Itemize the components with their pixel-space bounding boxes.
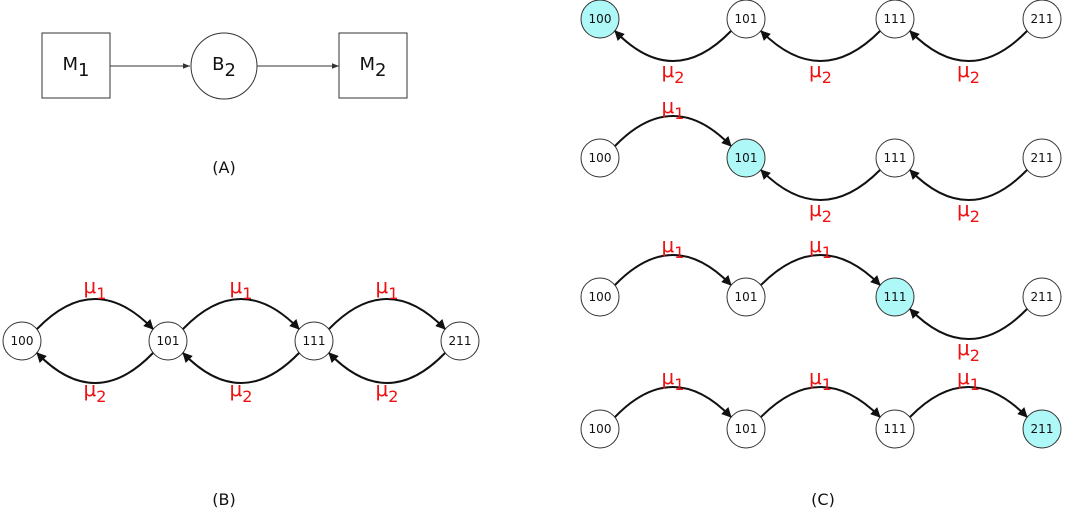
state-node-211-label: 211	[1031, 151, 1054, 165]
state-node-211-label: 211	[1031, 12, 1054, 26]
state-node-100-label: 100	[11, 334, 34, 348]
state-node-101	[726, 0, 766, 39]
highlighted-state-node-100-label: 100	[589, 12, 612, 26]
machine-m1-box	[41, 32, 111, 99]
state-node-100	[580, 409, 620, 449]
state-node-211	[1022, 277, 1062, 317]
rate-forward-label-100-101: μ1	[662, 233, 685, 262]
transition-backward-100-101	[36, 352, 154, 384]
transition-backward-111-211	[909, 308, 1028, 340]
rate-forward-label-100-101: μ1	[662, 365, 685, 394]
state-node-111-label: 111	[303, 334, 326, 348]
state-node-211	[1022, 138, 1062, 178]
state-node-101-label: 101	[157, 334, 180, 348]
machine-m2-label: M2	[360, 54, 387, 81]
transition-backward-101-111	[760, 169, 881, 201]
rate-backward-label-111-211: μ2	[957, 197, 980, 226]
transition-forward-101-111	[182, 298, 300, 330]
panel-a: M1 B2 M2 (A)	[41, 32, 408, 177]
caption-b: (B)	[212, 490, 235, 509]
caption-c: (C)	[811, 490, 835, 509]
state-node-101	[726, 409, 766, 449]
highlighted-state-node-101	[726, 138, 766, 178]
rate-forward-label-101-111: μ1	[230, 274, 253, 303]
transition-backward-101-111	[760, 30, 881, 62]
transition-forward-100-101	[614, 254, 732, 286]
state-node-211-label: 211	[449, 334, 472, 348]
state-node-211	[1022, 0, 1062, 39]
transition-backward-100-101	[614, 30, 732, 62]
path-row-3: μ1 μ1 μ2 100 101 111 211	[580, 233, 1062, 365]
state-node-100-label: 100	[589, 151, 612, 165]
machine-m1-label: M1	[63, 54, 90, 81]
transition-backward-101-111	[182, 352, 300, 384]
state-node-111	[875, 409, 915, 449]
caption-a: (A)	[212, 158, 235, 177]
state-node-101	[726, 277, 766, 317]
state-node-101	[148, 321, 188, 361]
highlighted-state-node-111-label: 111	[884, 290, 907, 304]
rate-forward-label-101-111: μ1	[809, 365, 832, 394]
rate-backward-label-111-211: μ2	[376, 377, 399, 406]
state-node-101-label: 101	[735, 12, 758, 26]
state-node-111-label: 111	[884, 12, 907, 26]
rate-backward-label-101-111: μ2	[809, 197, 832, 226]
highlighted-state-node-101-label: 101	[735, 151, 758, 165]
machine-m2-box	[338, 32, 408, 99]
transition-forward-111-211	[909, 386, 1028, 418]
path-row-4: μ1 μ1 μ1 100 101 111 211	[580, 365, 1062, 449]
transition-backward-111-211	[909, 30, 1028, 62]
transition-backward-111-211	[328, 352, 446, 384]
rate-forward-label-111-211: μ1	[957, 365, 980, 394]
panel-b: μ1 μ2 μ1 μ2 μ1 μ2 100 101 111 211	[2, 274, 480, 406]
highlighted-state-node-211	[1022, 409, 1062, 449]
state-node-101-label: 101	[735, 290, 758, 304]
state-node-100	[2, 321, 42, 361]
state-node-211-label: 211	[1031, 290, 1054, 304]
transition-forward-100-101	[614, 386, 732, 418]
path-row-1: μ2 μ2 μ2 100 101 111 211	[580, 0, 1062, 87]
state-node-111-label: 111	[884, 422, 907, 436]
state-node-111	[875, 138, 915, 178]
rate-forward-label-101-111: μ1	[809, 233, 832, 262]
rate-backward-label-111-211: μ2	[957, 58, 980, 87]
transition-forward-100-101	[614, 115, 732, 147]
highlighted-state-node-211-label: 211	[1031, 422, 1054, 436]
transition-forward-101-111	[760, 386, 881, 418]
transition-forward-100-101	[36, 298, 154, 330]
buffer-b2-label: B2	[212, 54, 236, 81]
state-node-101-label: 101	[735, 422, 758, 436]
rate-backward-label-101-111: μ2	[809, 58, 832, 87]
rate-backward-label-100-101: μ2	[662, 58, 685, 87]
rate-backward-label-100-101: μ2	[84, 377, 107, 406]
rate-forward-label-111-211: μ1	[376, 274, 399, 303]
highlighted-state-node-100	[580, 0, 620, 39]
transition-backward-111-211	[909, 169, 1028, 201]
state-node-100	[580, 277, 620, 317]
rate-forward-label-100-101: μ1	[662, 94, 685, 123]
transition-forward-101-111	[760, 254, 881, 286]
highlighted-state-node-111	[875, 277, 915, 317]
state-node-111	[875, 0, 915, 39]
rate-forward-label-100-101: μ1	[84, 274, 107, 303]
state-node-111	[294, 321, 334, 361]
state-node-111-label: 111	[884, 151, 907, 165]
rate-backward-label-101-111: μ2	[230, 377, 253, 406]
transition-forward-111-211	[328, 298, 446, 330]
path-row-2: μ1 μ2 μ2 100 101 111 211	[580, 94, 1062, 226]
state-node-100	[580, 138, 620, 178]
state-node-211	[440, 321, 480, 361]
state-node-100-label: 100	[589, 290, 612, 304]
rate-backward-label-111-211: μ2	[957, 336, 980, 365]
state-node-100-label: 100	[589, 422, 612, 436]
